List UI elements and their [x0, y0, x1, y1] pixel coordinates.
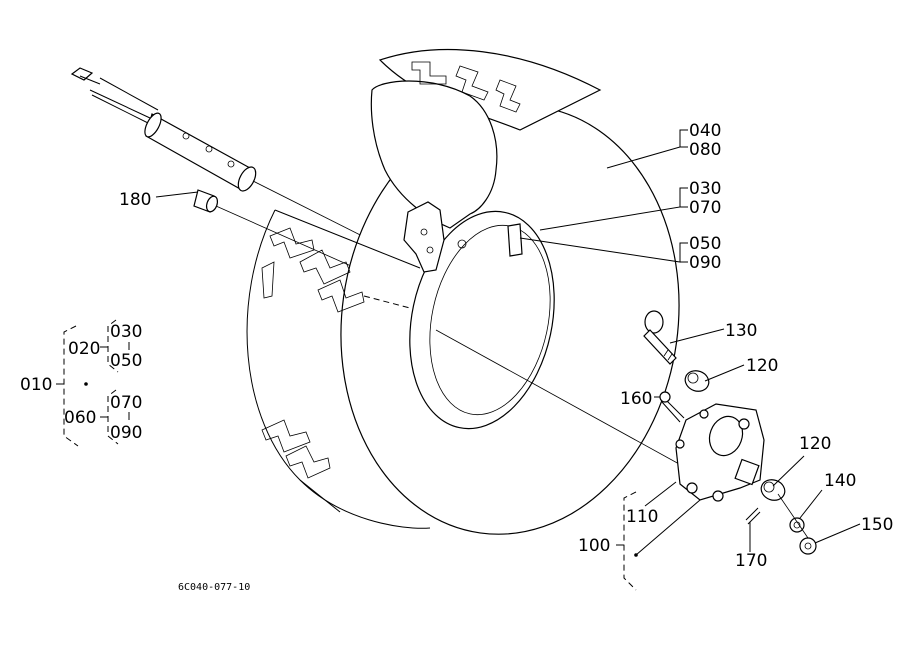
spacer-top-part [684, 370, 710, 392]
drawing-code: 6C040-077-10 [178, 582, 250, 593]
cotter-part [745, 507, 761, 525]
tire [246, 49, 691, 535]
tree-leaf-050: 050 [110, 351, 142, 371]
callout-070: 070 [689, 198, 721, 218]
callout-040: 040 [689, 121, 721, 141]
axle-shaft [70, 67, 421, 266]
callout-120-bottom: 120 [799, 434, 831, 454]
tree-root-010: 010 [20, 375, 52, 395]
callout-050: 050 [689, 234, 721, 254]
washer-part [789, 517, 805, 533]
tree-node-060: 060 [64, 408, 96, 428]
callout-160: 160 [620, 389, 652, 409]
callout-090: 090 [689, 253, 721, 273]
leader-lines [155, 129, 861, 591]
callout-140: 140 [824, 471, 856, 491]
callout-130: 130 [725, 321, 757, 341]
tree-leaf-090: 090 [110, 423, 142, 443]
hub-assembly [675, 403, 765, 502]
bolt-part [643, 310, 677, 365]
callout-100: 100 [578, 536, 610, 556]
pin-part [659, 391, 685, 423]
tree-leaf-070: 070 [110, 393, 142, 413]
nut-part [799, 537, 817, 555]
tree-leaf-030: 030 [110, 322, 142, 342]
collar-part [193, 189, 361, 271]
tree-node-020: 020 [68, 339, 100, 359]
callout-030: 030 [689, 179, 721, 199]
spacer-bottom-part [760, 479, 786, 501]
callout-120-top: 120 [746, 356, 778, 376]
callout-080: 080 [689, 140, 721, 160]
callout-110: 110 [626, 507, 658, 527]
callout-170: 170 [735, 551, 767, 571]
callout-150: 150 [861, 515, 893, 535]
assembly-tree [56, 319, 130, 447]
callout-180: 180 [119, 190, 151, 210]
